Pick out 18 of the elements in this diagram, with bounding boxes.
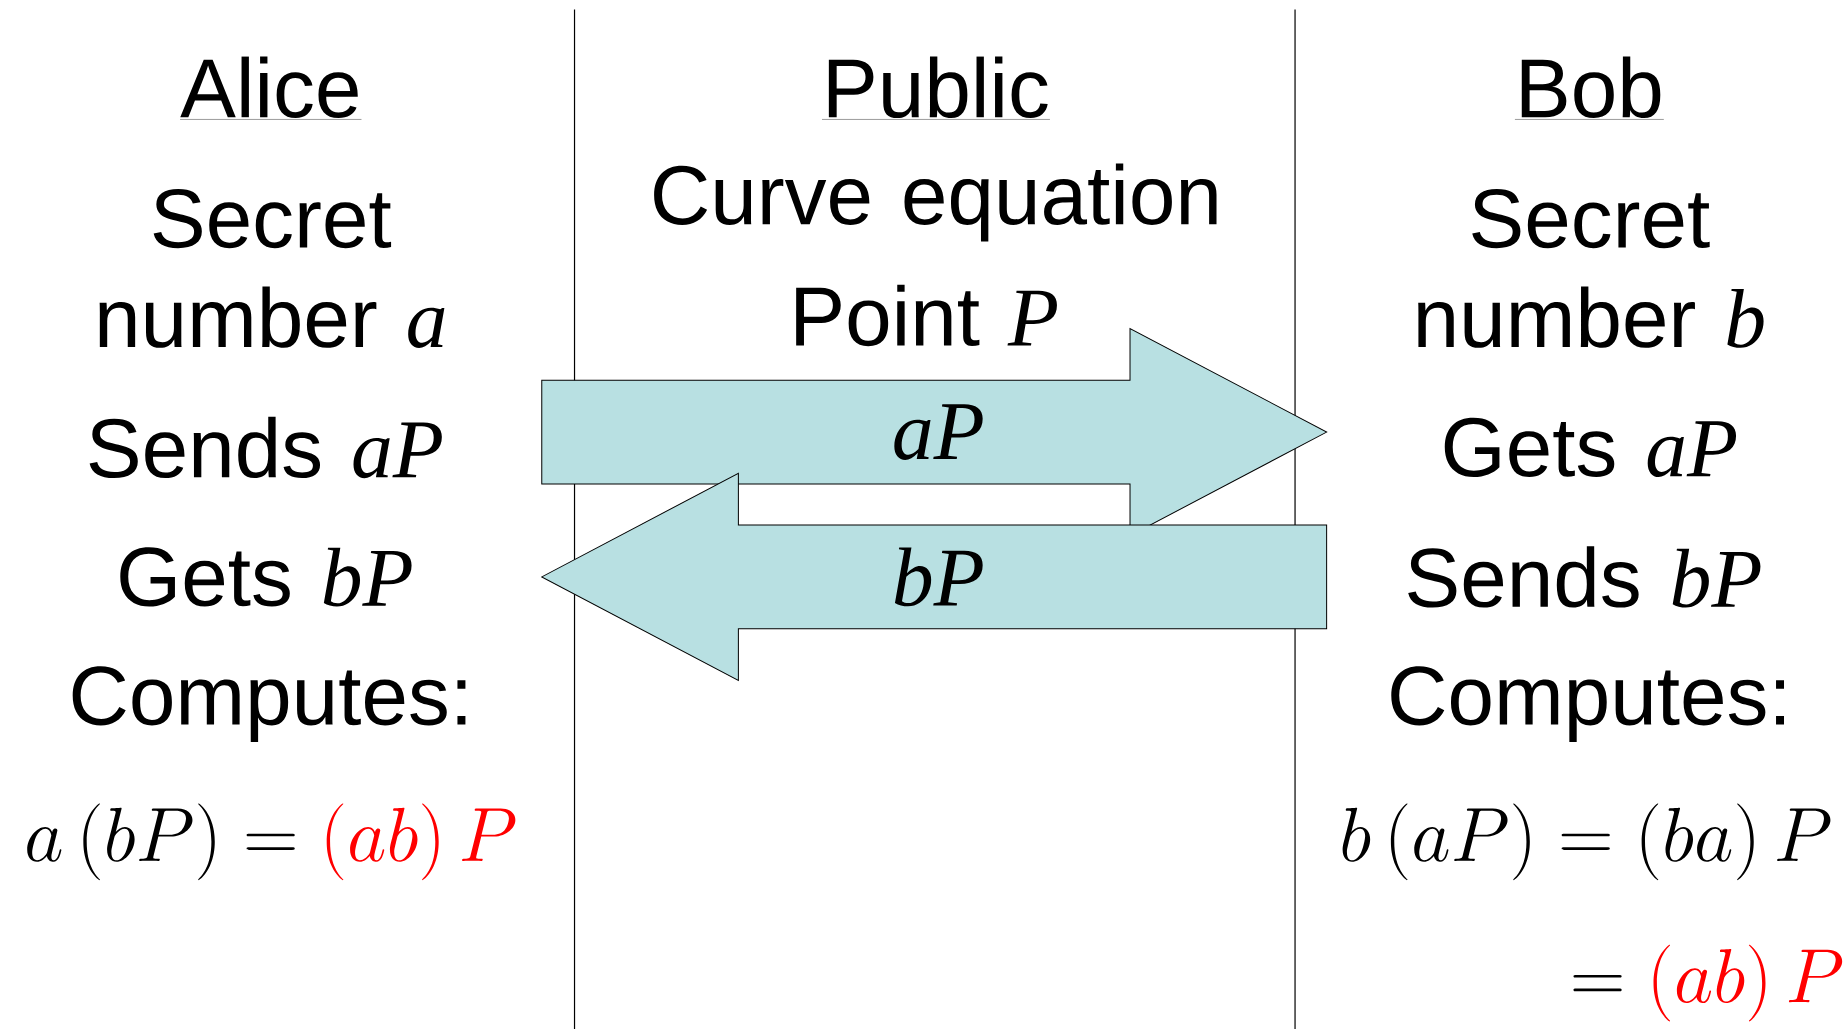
column-text: Sends bP: [1408, 546, 1761, 608]
column-text: Computes:: [1391, 666, 1784, 742]
column-text: Secret number b: [1418, 189, 1764, 348]
column-heading: Public: [821, 56, 1051, 120]
column-text: Gets bP: [120, 547, 412, 607]
column-text: Computes:: [72, 666, 466, 742]
column-text: Sends aP: [89, 416, 442, 479]
column-text: Gets aP: [1444, 417, 1737, 478]
formula: $a\left(bP\right)=\textcolor[HTML]{FF0000}{\left(ab\right)P}$: [27, 803, 516, 881]
column-heading: Alice: [179, 56, 362, 120]
column-text: Curve equation: [654, 163, 1217, 242]
edge-label: aP: [894, 404, 983, 460]
formula: $b\left(aP\right)=\left(ba\right)P$: [1342, 803, 1831, 881]
formula: $=\textcolor[HTML]{FF0000}{\left(ab\right)P}$: [1573, 944, 1843, 1022]
edge-label: bP: [894, 547, 983, 607]
column-heading: Bob: [1514, 56, 1664, 120]
block-arrow: [541, 472, 1328, 681]
column-text: Point P: [796, 284, 1057, 347]
